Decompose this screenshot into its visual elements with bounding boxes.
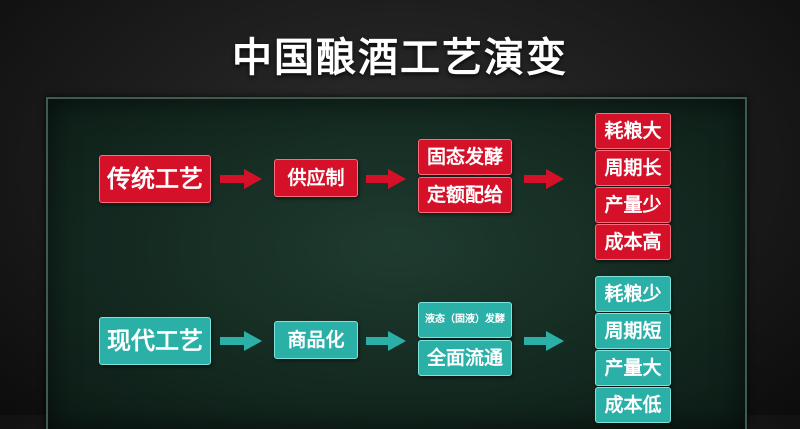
traditional-result-item: 周期长 (595, 150, 671, 186)
arrow-right-icon (524, 331, 564, 351)
traditional-label-box: 传统工艺 (99, 155, 211, 203)
modern-system-box: 商品化 (274, 321, 358, 359)
traditional-allocation-box: 定额配给 (418, 177, 512, 213)
modern-result-item: 耗粮少 (595, 276, 671, 312)
traditional-result-item: 产量少 (595, 187, 671, 223)
traditional-fermentation-box: 固态发酵 (418, 139, 512, 175)
modern-result-item: 产量大 (595, 350, 671, 386)
modern-result-item: 周期短 (595, 313, 671, 349)
modern-fermentation-box: 液态（固液）发酵 (418, 302, 512, 338)
page-title: 中国酿酒工艺演变 (232, 35, 568, 81)
modern-circulation-box: 全面流通 (418, 340, 512, 376)
arrow-right-icon (366, 169, 406, 189)
arrow-right-icon (366, 331, 406, 351)
arrow-right-icon (524, 169, 564, 189)
traditional-result-item: 耗粮大 (595, 113, 671, 149)
traditional-result-item: 成本高 (595, 224, 671, 260)
arrow-right-icon (220, 331, 262, 351)
modern-result-item: 成本低 (595, 387, 671, 423)
arrow-right-icon (220, 169, 262, 189)
traditional-system-box: 供应制 (274, 159, 358, 197)
modern-label-box: 现代工艺 (99, 317, 211, 365)
